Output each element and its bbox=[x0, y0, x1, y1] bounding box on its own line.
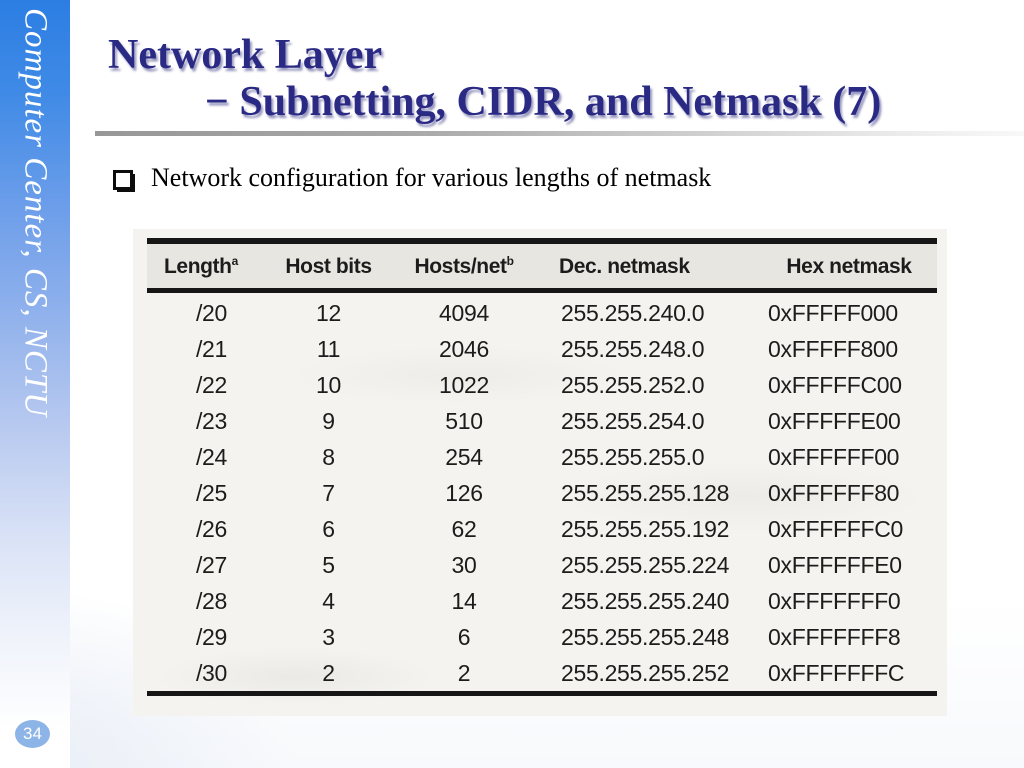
cell-host-bits: 10 bbox=[316, 371, 341, 398]
cell-hosts-net: 510 bbox=[445, 407, 483, 434]
bullet-item: Network configuration for various length… bbox=[113, 163, 711, 193]
superscript-b: b bbox=[506, 253, 514, 268]
table-row: /21 11 2046 255.255.248.0 0xFFFFF800 bbox=[147, 331, 937, 367]
table-row: /29 3 6 255.255.255.248 0xFFFFFFF8 bbox=[147, 619, 937, 655]
cell-hex-netmask: 0xFFFFFF80 bbox=[768, 479, 900, 506]
cell-hosts-net: 4094 bbox=[439, 299, 489, 326]
bullet-text: Network configuration for various length… bbox=[151, 163, 712, 192]
sidebar: Computer Center, CS, NCTU bbox=[0, 0, 70, 768]
table-row: /30 2 2 255.255.255.252 0xFFFFFFFC bbox=[147, 655, 937, 691]
cell-host-bits: 6 bbox=[322, 515, 335, 542]
cell-length: /25 bbox=[195, 479, 228, 506]
cell-length: /30 bbox=[195, 659, 228, 686]
col-header-hosts-net: Hosts/netb bbox=[414, 253, 514, 278]
table-row: /20 12 4094 255.255.240.0 0xFFFFF000 bbox=[147, 295, 937, 331]
cell-dec-netmask: 255.255.255.252 bbox=[561, 659, 730, 686]
cell-host-bits: 5 bbox=[322, 551, 335, 578]
netmask-table: Lengtha Host bits Hosts/netb Dec. netmas… bbox=[147, 238, 937, 696]
table-row: /26 6 62 255.255.255.192 0xFFFFFFC0 bbox=[147, 511, 937, 547]
cell-hosts-net: 1022 bbox=[439, 371, 489, 398]
cell-dec-netmask: 255.255.255.240 bbox=[561, 587, 730, 614]
cell-hosts-net: 254 bbox=[445, 443, 483, 470]
cell-dec-netmask: 255.255.252.0 bbox=[561, 371, 705, 398]
cell-host-bits: 7 bbox=[322, 479, 335, 506]
cell-hosts-net: 6 bbox=[457, 623, 471, 650]
cell-host-bits: 8 bbox=[322, 443, 335, 470]
netmask-table-scan: Lengtha Host bits Hosts/netb Dec. netmas… bbox=[133, 229, 947, 716]
cell-hosts-net: 2 bbox=[457, 659, 471, 686]
cell-dec-netmask: 255.255.255.224 bbox=[561, 551, 730, 578]
cell-host-bits: 9 bbox=[322, 407, 335, 434]
cell-dec-netmask: 255.255.255.128 bbox=[561, 479, 730, 506]
title-underline bbox=[95, 131, 1024, 136]
title-line-2: − Subnetting, CIDR, and Netmask (7) bbox=[205, 79, 882, 125]
table-header-row: Lengtha Host bits Hosts/netb Dec. netmas… bbox=[147, 244, 937, 293]
cell-host-bits: 2 bbox=[322, 659, 335, 686]
table-row: /28 4 14 255.255.255.240 0xFFFFFFF0 bbox=[147, 583, 937, 619]
cell-length: /20 bbox=[195, 299, 228, 326]
square-bullet-icon bbox=[113, 170, 133, 190]
cell-hex-netmask: 0xFFFFFFF8 bbox=[768, 623, 901, 650]
cell-host-bits: 3 bbox=[322, 623, 335, 650]
cell-dec-netmask: 255.255.255.192 bbox=[561, 515, 730, 542]
cell-host-bits: 11 bbox=[316, 335, 341, 362]
col-header-dec-netmask: Dec. netmask bbox=[559, 254, 690, 278]
cell-hosts-net: 14 bbox=[451, 587, 477, 614]
cell-hex-netmask: 0xFFFFFC00 bbox=[768, 371, 902, 398]
table-row: /25 7 126 255.255.255.128 0xFFFFFF80 bbox=[147, 475, 937, 511]
cell-dec-netmask: 255.255.248.0 bbox=[561, 335, 705, 362]
page-title: Network Layer − Subnetting, CIDR, and Ne… bbox=[108, 32, 881, 126]
table-row: /27 5 30 255.255.255.224 0xFFFFFFE0 bbox=[147, 547, 937, 583]
sidebar-vertical-label: Computer Center, CS, NCTU bbox=[17, 8, 54, 418]
cell-hosts-net: 62 bbox=[451, 515, 477, 542]
cell-hex-netmask: 0xFFFFFFE0 bbox=[768, 551, 902, 578]
cell-host-bits: 4 bbox=[322, 587, 335, 614]
cell-hex-netmask: 0xFFFFF000 bbox=[768, 299, 898, 326]
cell-length: /24 bbox=[195, 443, 228, 470]
superscript-a: a bbox=[231, 253, 239, 268]
table-row: /22 10 1022 255.255.252.0 0xFFFFFC00 bbox=[147, 367, 937, 403]
cell-length: /27 bbox=[195, 551, 228, 578]
cell-hosts-net: 126 bbox=[445, 479, 483, 506]
cell-length: /23 bbox=[195, 407, 228, 434]
table-body: /20 12 4094 255.255.240.0 0xFFFFF000 /21… bbox=[147, 293, 937, 691]
cell-length: /21 bbox=[195, 335, 228, 362]
cell-dec-netmask: 255.255.255.248 bbox=[561, 623, 730, 650]
title-line-1: Network Layer bbox=[108, 32, 383, 78]
col-header-host-bits: Host bits bbox=[285, 254, 372, 278]
cell-hex-netmask: 0xFFFFFF00 bbox=[768, 443, 900, 470]
cell-dec-netmask: 255.255.240.0 bbox=[561, 299, 705, 326]
cell-hex-netmask: 0xFFFFFE00 bbox=[768, 407, 901, 434]
col-header-length: Lengtha bbox=[164, 253, 239, 278]
page-number-badge: 34 bbox=[15, 720, 50, 748]
cell-dec-netmask: 255.255.255.0 bbox=[561, 443, 705, 470]
cell-hex-netmask: 0xFFFFFFC0 bbox=[768, 515, 903, 542]
cell-hosts-net: 30 bbox=[451, 551, 477, 578]
cell-length: /26 bbox=[195, 515, 228, 542]
cell-length: /22 bbox=[195, 371, 228, 398]
table-row: /23 9 510 255.255.254.0 0xFFFFFE00 bbox=[147, 403, 937, 439]
col-header-hex-netmask: Hex netmask bbox=[786, 254, 912, 278]
cell-hosts-net: 2046 bbox=[439, 335, 489, 362]
cell-hex-netmask: 0xFFFFF800 bbox=[768, 335, 898, 362]
cell-hex-netmask: 0xFFFFFFFC bbox=[768, 659, 905, 686]
cell-length: /28 bbox=[195, 587, 228, 614]
cell-host-bits: 12 bbox=[316, 299, 341, 326]
cell-dec-netmask: 255.255.254.0 bbox=[561, 407, 705, 434]
cell-hex-netmask: 0xFFFFFFF0 bbox=[768, 587, 901, 614]
table-row: /24 8 254 255.255.255.0 0xFFFFFF00 bbox=[147, 439, 937, 475]
cell-length: /29 bbox=[195, 623, 228, 650]
